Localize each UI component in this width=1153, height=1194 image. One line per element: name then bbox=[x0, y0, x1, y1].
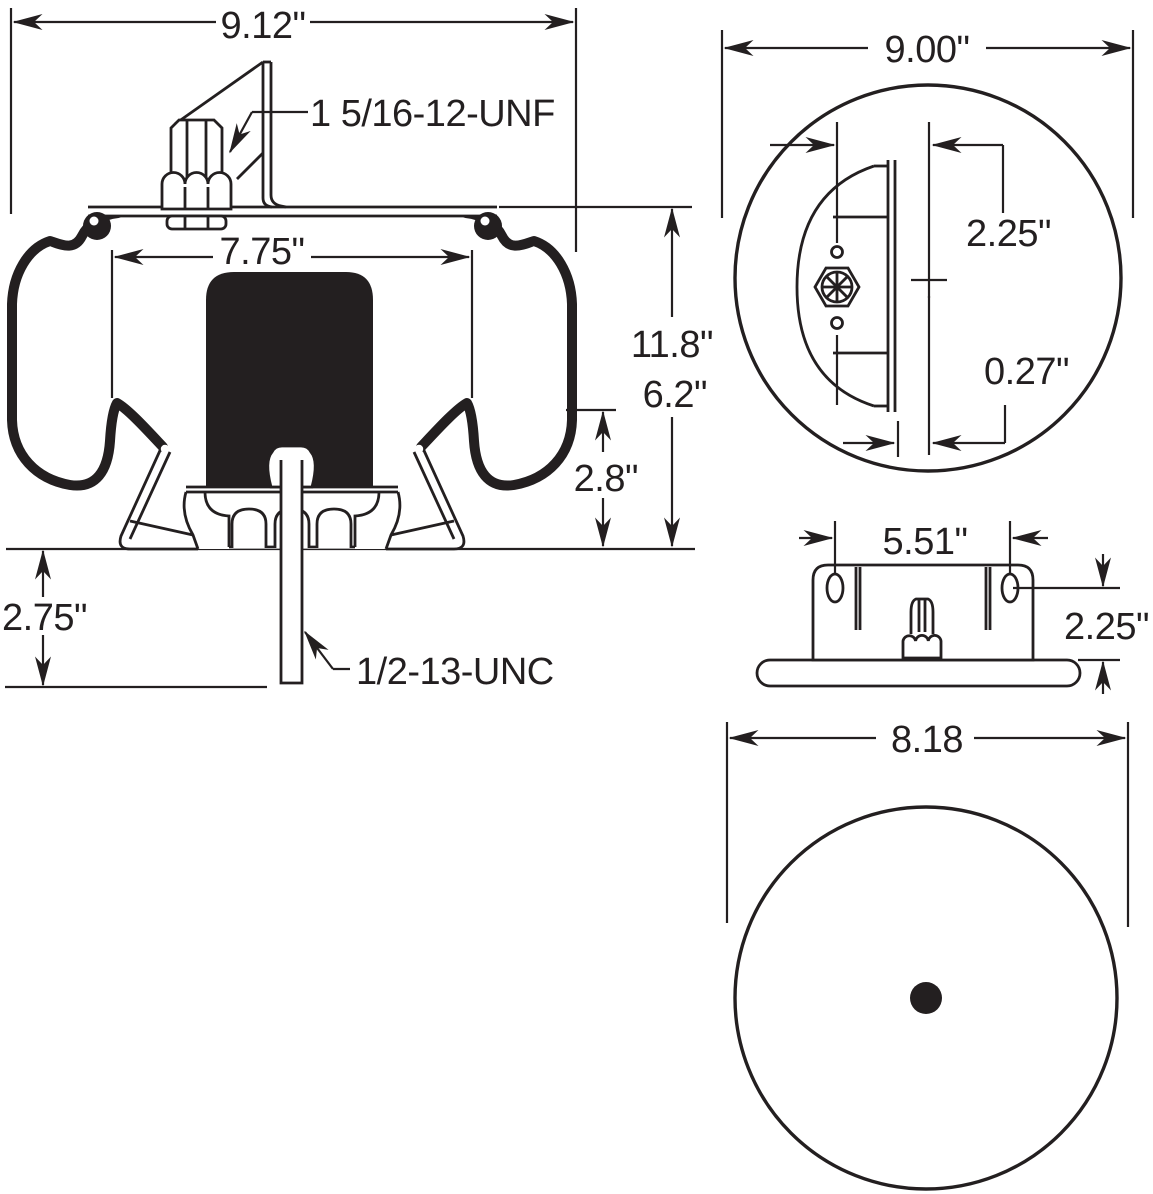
piston-skirt-right-fold bbox=[390, 519, 455, 537]
top-bracket bbox=[795, 160, 897, 412]
label-slot-spacing: 5.51" bbox=[883, 521, 968, 563]
piston-rib-arch bbox=[230, 507, 268, 548]
plate-curl-right bbox=[474, 212, 502, 240]
bead-pivot-left bbox=[160, 444, 170, 454]
piston-skirt-right bbox=[386, 443, 466, 551]
bellows-right-outline bbox=[416, 208, 577, 491]
lower-stud-shaft bbox=[279, 460, 304, 685]
bottom-view: 8.18 bbox=[725, 719, 1130, 1191]
label-piston-diameter: 8.18 bbox=[891, 719, 963, 761]
top-view: 9.00" 2.25" 0.27" bbox=[720, 29, 1135, 473]
gusset-inner-diagonal bbox=[236, 152, 264, 180]
label-upper-stud-thread: 1 5/16-12-UNF bbox=[310, 93, 555, 135]
side-view: 9.12" 1 5/16-12-UNF 7.75" 11.8" 6.2" 2.8… bbox=[2, 5, 714, 693]
label-plate-edge-offset: 0.27" bbox=[984, 351, 1069, 393]
gusset-flange-back bbox=[269, 62, 287, 209]
rivet-hole bbox=[830, 316, 844, 330]
bellows-left-outline bbox=[7, 208, 168, 491]
dim-fitting-offset bbox=[770, 137, 1005, 213]
center-stud-dot bbox=[910, 982, 942, 1014]
piston-hub-left bbox=[203, 491, 231, 547]
stud-nut-side bbox=[901, 634, 943, 660]
bracket-arc bbox=[795, 164, 875, 408]
plate-curl-left bbox=[83, 212, 111, 240]
gusset-flange-front bbox=[261, 62, 273, 209]
piston-skirt-right-wall bbox=[412, 451, 456, 540]
callout-upper-thread bbox=[229, 110, 308, 154]
piston-hub-right bbox=[353, 491, 381, 547]
dim-edge-offset bbox=[843, 405, 1007, 451]
piston-skirt-left bbox=[118, 443, 198, 551]
rivet-hole bbox=[830, 245, 844, 259]
label-top-plate-width: 9.12" bbox=[221, 5, 306, 47]
dim-plate-diameter bbox=[720, 30, 1135, 218]
bead-pivot-right bbox=[414, 444, 424, 454]
bumper bbox=[206, 272, 373, 487]
label-lower-stud-thread: 1/2-13-UNC bbox=[356, 651, 554, 693]
label-bellows-width: 7.75" bbox=[220, 231, 305, 273]
dim-bellows-width bbox=[110, 249, 474, 398]
mounting-slot bbox=[825, 572, 845, 604]
bracket-view: 5.51" 2.25" bbox=[755, 521, 1149, 694]
dim-stud-length bbox=[5, 549, 267, 689]
dim-piston-diameter bbox=[725, 722, 1130, 927]
plate-curl-right-eye bbox=[480, 216, 490, 226]
nut-collar bbox=[165, 214, 228, 231]
label-mid-height: 6.2" bbox=[643, 374, 707, 416]
label-piston-height: 2.8" bbox=[574, 458, 638, 500]
piston-rib-arch bbox=[315, 507, 353, 548]
dim-bracket-height bbox=[1013, 554, 1120, 694]
centerlines bbox=[835, 122, 947, 457]
stud-nut bbox=[160, 171, 233, 211]
leader-arrow bbox=[229, 111, 253, 154]
fitting-spoke bbox=[826, 276, 848, 298]
gusset-diagonal bbox=[174, 60, 264, 126]
dim-overall-width bbox=[9, 8, 578, 252]
center-stud bbox=[909, 597, 935, 634]
dim-slot-spacing bbox=[799, 521, 1048, 574]
label-bracket-height: 2.25" bbox=[1064, 606, 1149, 648]
bead-plate-side bbox=[755, 658, 1082, 688]
upper-stud-assembly bbox=[160, 60, 287, 231]
label-fitting-offset: 2.25" bbox=[966, 213, 1051, 255]
label-overall-height: 11.8" bbox=[631, 324, 713, 366]
piston-skirt-left-wall bbox=[128, 451, 172, 540]
label-plate-diameter: 9.00" bbox=[885, 29, 970, 71]
bellows bbox=[7, 208, 577, 491]
piston-skirt-left-fold bbox=[129, 519, 194, 537]
callout-lower-thread bbox=[304, 630, 350, 671]
label-stud-length: 2.75" bbox=[2, 597, 87, 639]
leader-arrow bbox=[304, 630, 334, 670]
plate-curl-left-eye bbox=[89, 216, 99, 226]
